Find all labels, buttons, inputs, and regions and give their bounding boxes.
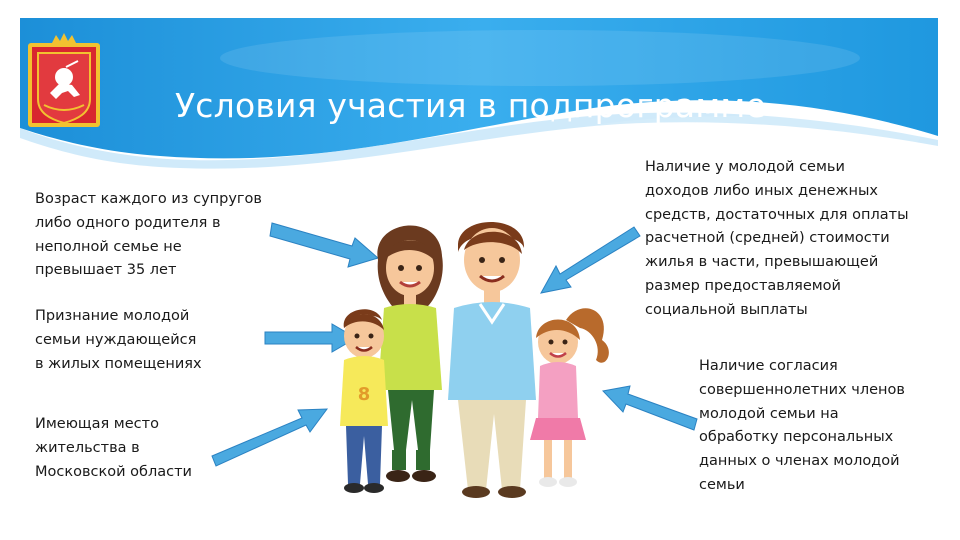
family-illustration-icon: 8	[340, 221, 609, 498]
svg-text:8: 8	[358, 384, 371, 405]
slide-title: Условия участия в подпрограмме	[175, 86, 767, 125]
father-figure	[448, 221, 536, 498]
mother-figure	[377, 225, 443, 482]
arrow-age	[269, 222, 380, 268]
condition-income-text: Наличие у молодой семьи доходов либо ины…	[645, 159, 909, 318]
arrow-consent	[602, 385, 698, 431]
arrow-income	[540, 226, 641, 294]
condition-age-text: Возраст каждого из супругов либо одного …	[35, 191, 262, 279]
header-background	[20, 18, 938, 169]
condition-residence-text: Имеющая место жительства в Московской об…	[35, 416, 192, 480]
boy-figure: 8	[340, 309, 388, 493]
moscow-oblast-coat-of-arms-icon	[28, 33, 100, 127]
header-banner: Условия участия в подпрограмме	[20, 18, 938, 178]
condition-consent-text: Наличие согласия совершеннолетних членов…	[699, 358, 905, 493]
arrow-residence	[211, 408, 329, 467]
arrow-housing	[264, 323, 357, 353]
girl-figure	[530, 308, 609, 487]
condition-housing-text: Признание молодой семьи нуждающейся в жи…	[35, 308, 202, 372]
